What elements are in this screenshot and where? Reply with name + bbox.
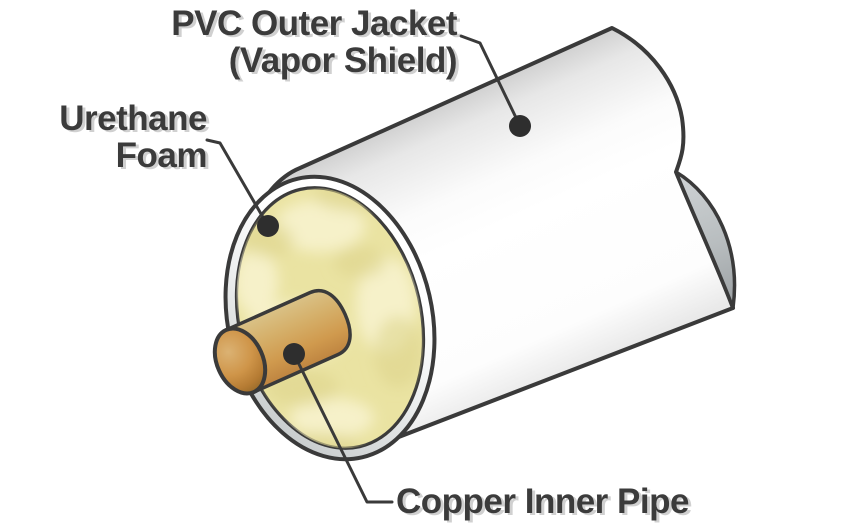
pvc-jacket-label: PVC Outer Jacket (Vapor Shield) (0, 5, 457, 79)
foam-leader-line (205, 138, 270, 228)
pvc-jacket-label-line2: (Vapor Shield) (228, 41, 458, 80)
urethane-foam-label-line1: Urethane (59, 99, 207, 138)
pvc-marker-dot (509, 115, 531, 137)
urethane-foam-label: Urethane Foam (0, 100, 207, 174)
jacket-cut-face (674, 170, 737, 310)
urethane-foam-label-line2: Foam (115, 136, 208, 175)
copper-leader-line (292, 352, 394, 504)
copper-pipe-opening (212, 326, 268, 396)
copper-pipe-label: Copper Inner Pipe (396, 483, 689, 520)
copper-pipe-label-text: Copper Inner Pipe (396, 482, 689, 521)
foam-marker-dot (257, 215, 279, 237)
pvc-leader-line (459, 34, 522, 128)
copper-marker-dot (283, 343, 305, 365)
pvc-jacket-label-line1: PVC Outer Jacket (171, 4, 457, 43)
copper-inner-pipe (212, 288, 352, 396)
